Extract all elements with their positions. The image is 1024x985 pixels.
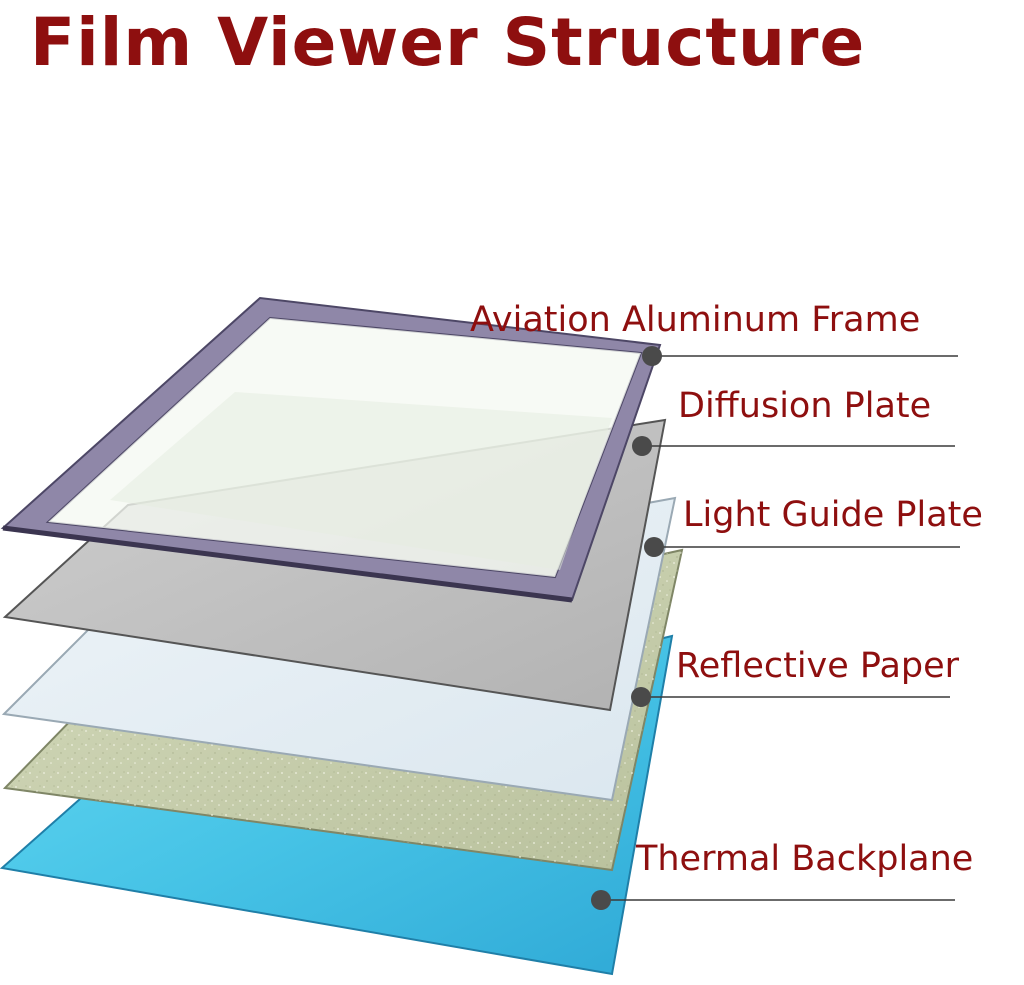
- label-aviation-aluminum-frame: Aviation Aluminum Frame: [470, 300, 921, 340]
- leader-dot-reflective-paper: [631, 687, 651, 707]
- leader-line-reflective-paper: [631, 687, 950, 707]
- label-light-guide-plate: Light Guide Plate: [683, 495, 983, 535]
- leader-line-diffusion: [632, 436, 955, 456]
- label-reflective-paper: Reflective Paper: [676, 646, 960, 686]
- leader-line-light-guide-plate: [644, 537, 960, 557]
- page-title: Film Viewer Structure: [30, 4, 866, 81]
- aviation-aluminum-frame-layer: [0, 296, 662, 603]
- leader-dot-diffusion: [632, 436, 652, 456]
- leader-dot-light-guide-plate: [644, 537, 664, 557]
- label-diffusion-plate: Diffusion Plate: [678, 386, 932, 426]
- leader-dot-thermal-backplane: [591, 890, 611, 910]
- label-thermal-backplane: Thermal Backplane: [636, 839, 974, 879]
- leader-line-thermal-backplane: [591, 890, 955, 910]
- leader-dot-frame: [642, 346, 662, 366]
- leader-line-frame: [642, 346, 958, 366]
